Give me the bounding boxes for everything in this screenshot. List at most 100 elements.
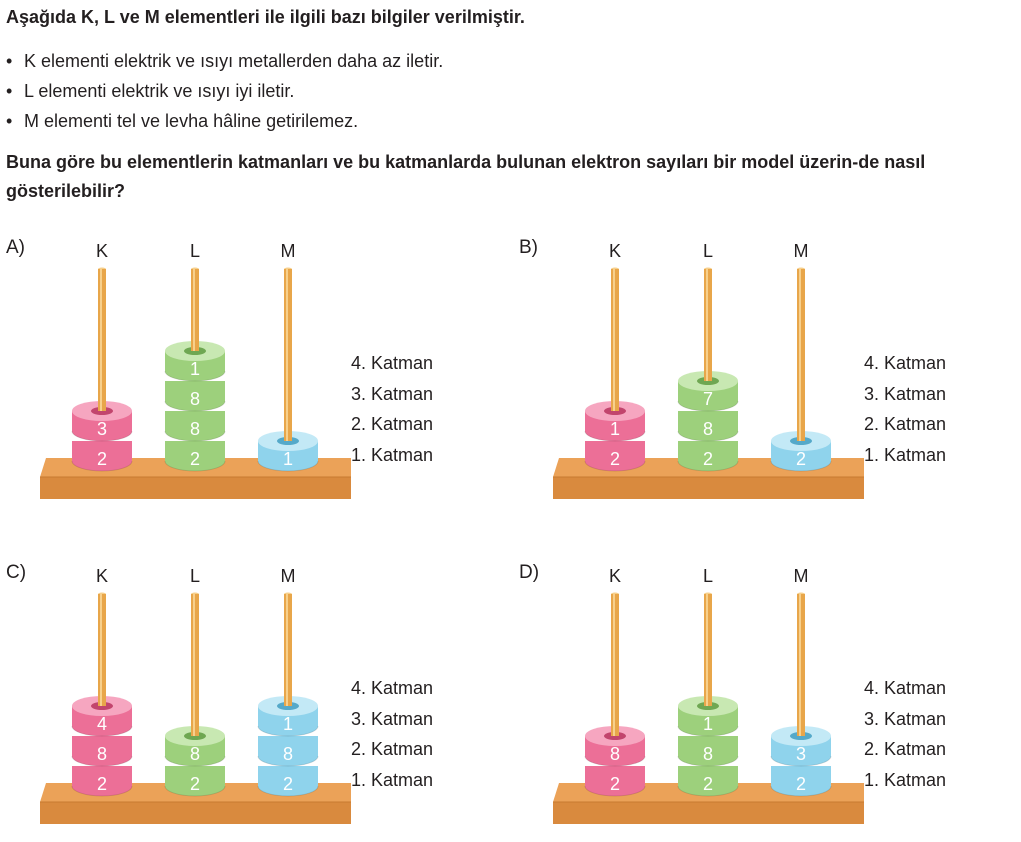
option-letter: B) — [519, 237, 538, 258]
electron-count: 7 — [703, 389, 713, 409]
ring-top — [585, 269, 645, 421]
electron-ring: 8 — [677, 411, 739, 442]
element-label: M — [281, 241, 296, 261]
layer-label: 2. Katman — [864, 739, 947, 759]
layer-label: 3. Katman — [351, 383, 434, 404]
layer-label: 2. Katman — [351, 414, 434, 434]
ring-top — [771, 594, 831, 746]
ring-top — [72, 269, 132, 421]
element-label: L — [703, 566, 713, 586]
layer-label: 4. Katman — [351, 353, 434, 373]
layer-label: 4. Katman — [351, 678, 434, 698]
element-label: K — [96, 566, 108, 586]
bullet-icon: • — [6, 81, 13, 101]
electron-count: 2 — [190, 449, 200, 469]
electron-count: 8 — [703, 419, 713, 439]
electron-count: 1 — [703, 714, 713, 734]
electron-count: 1 — [610, 419, 620, 439]
fact-text: L elementi elektrik ve ısıyı iyi iletir. — [24, 81, 295, 101]
layer-label: 1. Katman — [864, 444, 947, 465]
question-text: Buna göre bu elementlerin katmanları ve … — [6, 152, 926, 201]
electron-ring: 2 — [257, 766, 319, 797]
fact-text: K elementi elektrik ve ısıyı metallerden… — [24, 51, 444, 71]
electron-ring: 2 — [71, 766, 133, 797]
ring-top — [678, 269, 738, 391]
electron-ring: 2 — [71, 441, 133, 472]
layer-label-list: 4. Katman 3. Katman 2. Katman 1. Katman — [351, 673, 433, 795]
electron-ring: 2 — [677, 766, 739, 797]
ring-top — [165, 594, 225, 746]
element-label: L — [190, 566, 200, 586]
ring-top — [771, 269, 831, 451]
ring-top — [72, 594, 132, 716]
layer-label: 1. Katman — [864, 769, 947, 790]
electron-count: 1 — [283, 714, 293, 734]
electron-count: 2 — [97, 449, 107, 469]
electron-ring: 8 — [164, 381, 226, 412]
layer-label: 2. Katman — [864, 414, 947, 434]
element-label: K — [96, 241, 108, 261]
electron-count: 3 — [796, 744, 806, 764]
electron-ring: 2 — [677, 441, 739, 472]
ring-top — [678, 594, 738, 716]
layer-label: 1. Katman — [351, 444, 434, 465]
electron-ring: 2 — [584, 766, 646, 797]
electron-ring: 8 — [257, 736, 319, 767]
electron-count: 2 — [610, 449, 620, 469]
electron-count: 1 — [190, 359, 200, 379]
element-label: M — [794, 566, 809, 586]
electron-ring: 8 — [71, 736, 133, 767]
element-label: L — [190, 241, 200, 261]
fact-item: • M elementi tel ve levha hâline getiril… — [6, 106, 443, 136]
option-letter: C) — [6, 562, 27, 583]
layer-label: 4. Katman — [864, 353, 947, 373]
electron-ring: 2 — [164, 441, 226, 472]
element-label: L — [703, 241, 713, 261]
electron-ring: 8 — [164, 411, 226, 442]
option-letter: D) — [519, 562, 540, 583]
fact-list: • K elementi elektrik ve ısıyı metallerd… — [6, 46, 443, 136]
layer-label: 3. Katman — [864, 383, 947, 404]
layer-label-list: 4. Katman 3. Katman 2. Katman 1. Katman — [864, 673, 946, 795]
electron-count: 2 — [796, 449, 806, 469]
electron-count: 8 — [97, 744, 107, 764]
electron-ring: 2 — [770, 766, 832, 797]
electron-count: 2 — [703, 449, 713, 469]
layer-label-list: 4. Katman 3. Katman 2. Katman 1. Katman — [864, 348, 946, 470]
electron-count: 8 — [190, 419, 200, 439]
electron-count: 8 — [190, 389, 200, 409]
ring-top — [258, 269, 318, 451]
ring-top — [165, 269, 225, 361]
layer-label: 2. Katman — [351, 739, 434, 759]
electron-count: 4 — [97, 714, 107, 734]
element-label: M — [281, 566, 296, 586]
layer-label: 3. Katman — [864, 708, 947, 729]
fact-item: • L elementi elektrik ve ısıyı iyi ileti… — [6, 76, 443, 106]
electron-count: 2 — [190, 774, 200, 794]
electron-count: 2 — [97, 774, 107, 794]
electron-count: 2 — [703, 774, 713, 794]
layer-label: 4. Katman — [864, 678, 947, 698]
electron-ring: 8 — [677, 736, 739, 767]
electron-ring: 2 — [164, 766, 226, 797]
fact-item: • K elementi elektrik ve ısıyı metallerd… — [6, 46, 443, 76]
fact-text: M elementi tel ve levha hâline getirilem… — [24, 111, 359, 131]
option-letter: A) — [6, 237, 25, 258]
electron-ring: 2 — [584, 441, 646, 472]
ring-top — [258, 594, 318, 716]
bullet-icon: • — [6, 51, 13, 71]
intro-text: Aşağıda K, L ve M elementleri ile ilgili… — [6, 7, 525, 27]
element-label: M — [794, 241, 809, 261]
electron-count: 8 — [283, 744, 293, 764]
layer-label: 3. Katman — [351, 708, 434, 729]
electron-count: 2 — [283, 774, 293, 794]
electron-count: 2 — [796, 774, 806, 794]
element-label: K — [609, 566, 621, 586]
